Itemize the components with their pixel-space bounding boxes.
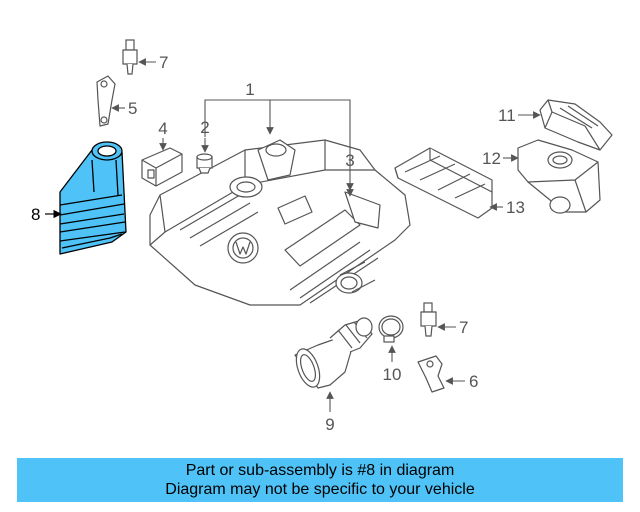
intake-hose-part-9 xyxy=(294,317,373,389)
callout-8: 8 xyxy=(31,205,40,224)
callout-10: 10 xyxy=(383,365,402,384)
callout-labels: 1 2 3 4 5 6 7 7 8 9 10 11 12 13 xyxy=(31,53,525,434)
banner-line-1: Part or sub-assembly is #8 in diagram xyxy=(185,462,455,479)
callout-7-upper: 7 xyxy=(159,53,168,72)
sensor-part-7-upper xyxy=(122,39,138,75)
air-box-part-12 xyxy=(517,139,601,214)
bracket-part-6 xyxy=(417,355,445,393)
bracket-part-5 xyxy=(96,75,116,127)
callout-7-lower: 7 xyxy=(459,318,468,337)
callout-6: 6 xyxy=(469,372,478,391)
resonator-part-11 xyxy=(539,99,613,151)
callout-13: 13 xyxy=(506,198,525,217)
clamp-part-10 xyxy=(378,315,404,343)
sensor-part xyxy=(141,147,183,187)
info-banner: Part or sub-assembly is #8 in diagram Di… xyxy=(17,458,623,502)
callout-12: 12 xyxy=(482,149,501,168)
air-guide-part-13 xyxy=(394,147,493,219)
sensor-part-7-lower xyxy=(420,302,437,337)
banner-line-2: Diagram may not be specific to your vehi… xyxy=(165,481,475,498)
leader-lines xyxy=(111,58,541,412)
parts-diagram: 1 2 3 4 5 6 7 7 8 9 10 11 12 13 xyxy=(31,39,613,434)
callout-9: 9 xyxy=(325,415,334,434)
callout-11: 11 xyxy=(498,106,516,125)
callout-3: 3 xyxy=(345,151,354,170)
callout-1: 1 xyxy=(245,80,254,99)
air-duct-part-8 xyxy=(59,141,127,255)
callout-2: 2 xyxy=(200,118,209,137)
callout-4: 4 xyxy=(158,119,167,138)
engine-cover-part xyxy=(149,139,411,306)
grommet-part xyxy=(196,153,213,174)
callout-5: 5 xyxy=(128,99,137,118)
